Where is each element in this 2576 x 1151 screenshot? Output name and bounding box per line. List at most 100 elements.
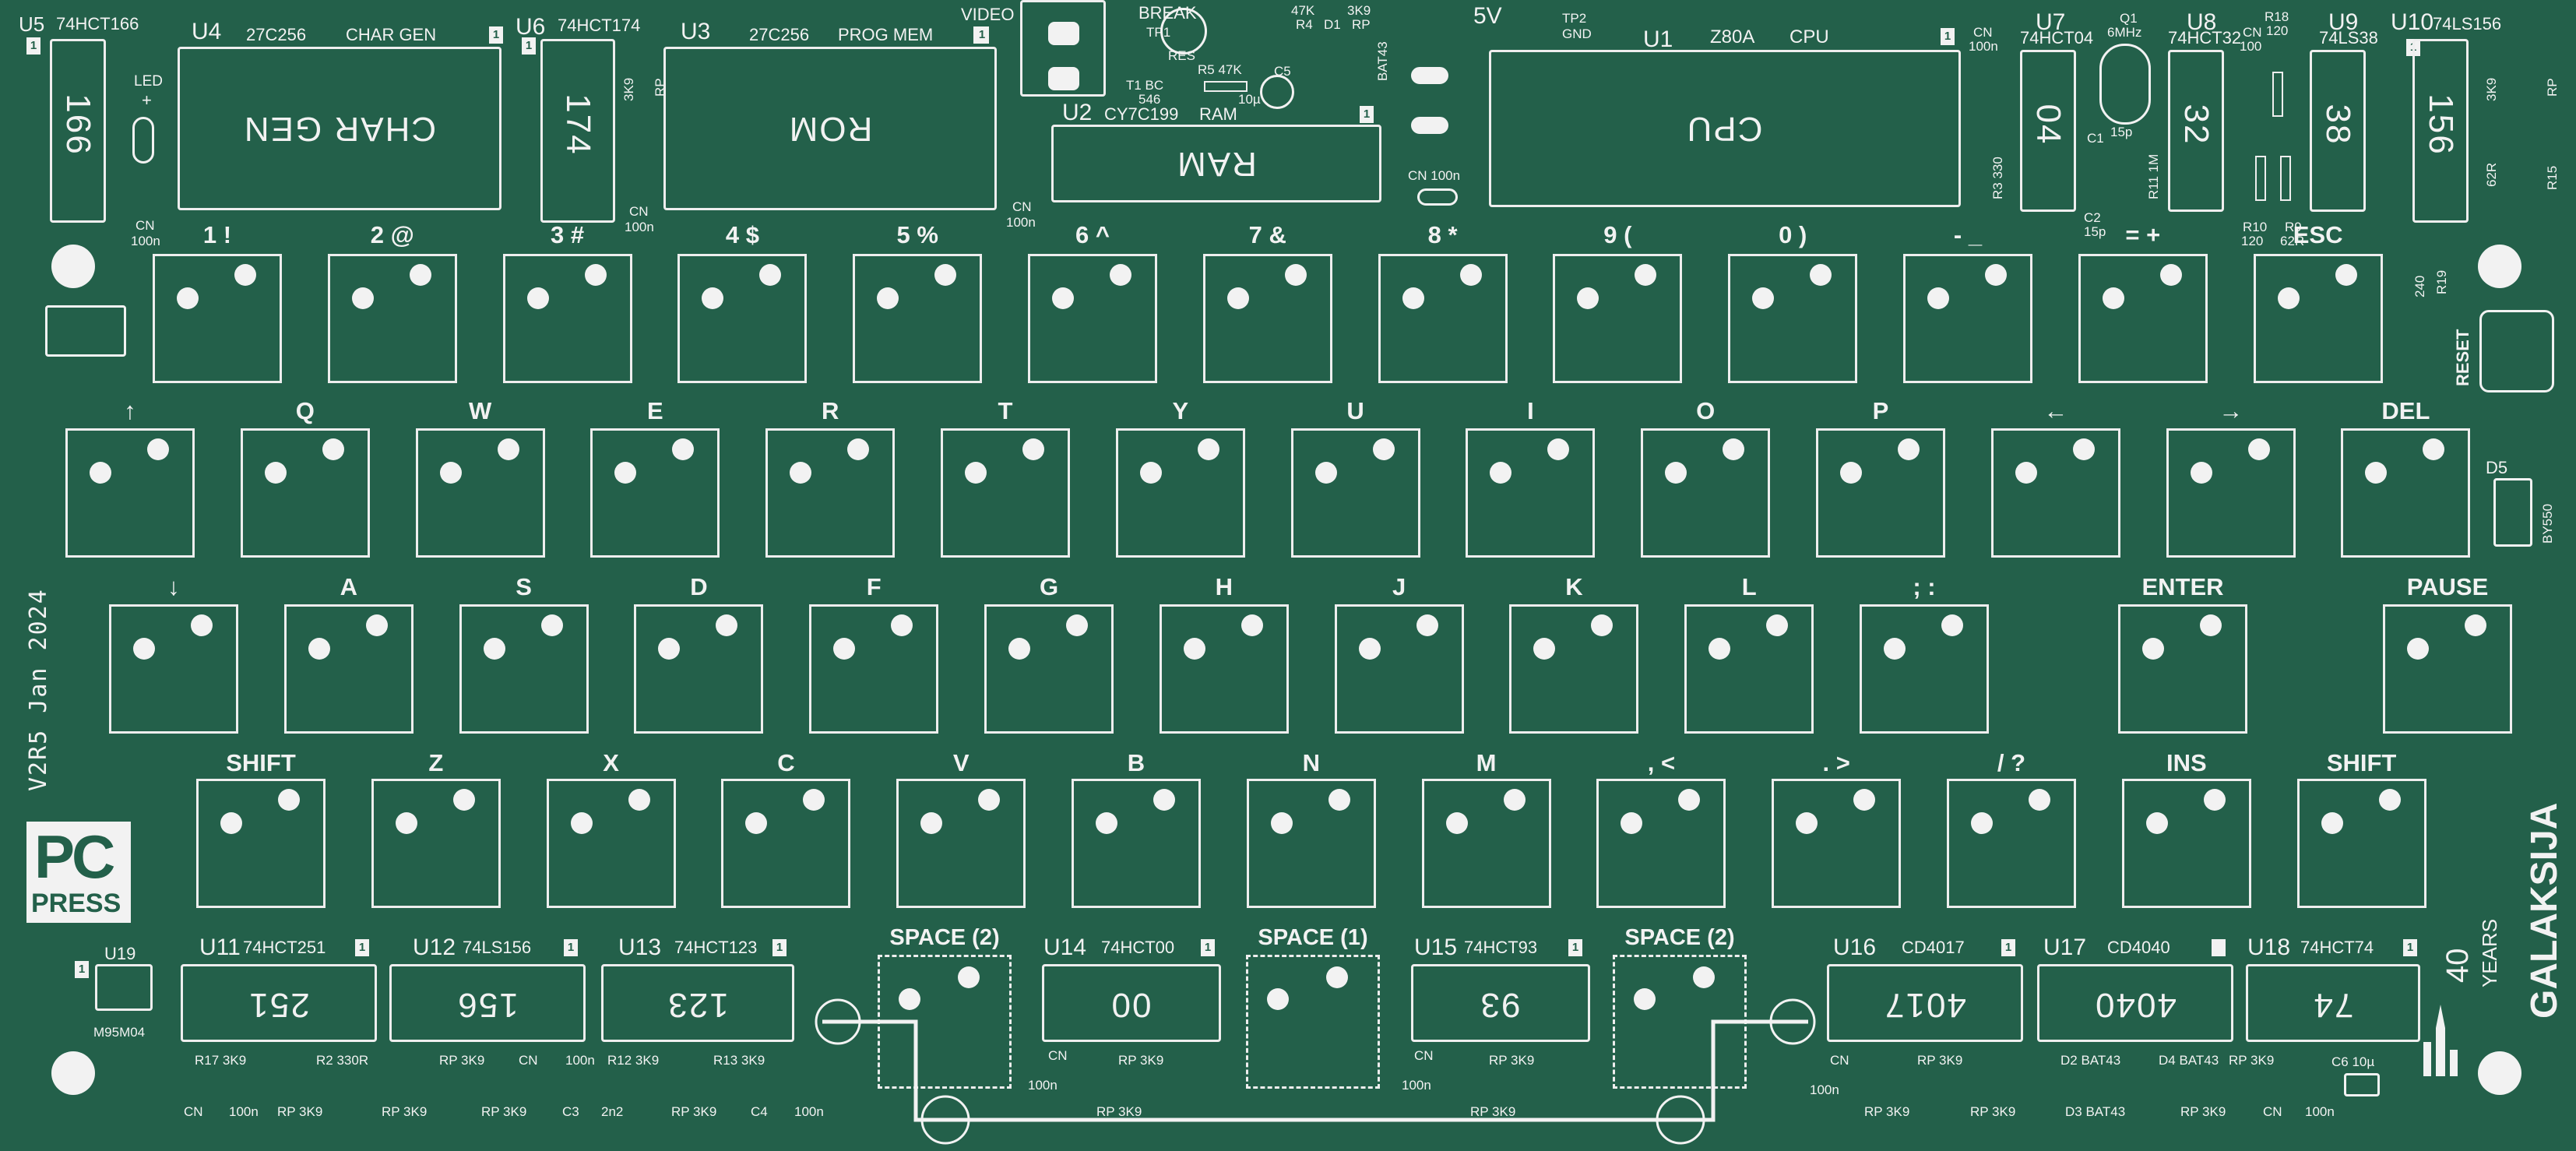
r15-label: R15 xyxy=(2545,165,2560,190)
switch-pad xyxy=(628,789,650,811)
led-label: LED xyxy=(134,73,163,90)
r15-value: 62R xyxy=(2484,162,2499,187)
switch-pad xyxy=(978,789,1001,811)
key-row2-5[interactable] xyxy=(941,428,1070,558)
cn-label: CN xyxy=(1012,199,1032,214)
key-row1-12[interactable] xyxy=(2253,254,2383,383)
pin1-marker: 1 xyxy=(772,939,787,956)
mounting-hole xyxy=(2478,245,2521,288)
res-label: 3K9 xyxy=(621,77,636,101)
key-row1-1[interactable] xyxy=(327,254,457,383)
key-row1-10[interactable] xyxy=(1903,254,2032,383)
chip-ref-u16: U16 xyxy=(1833,935,1877,960)
key-row1-5[interactable] xyxy=(1028,254,1157,383)
key-row3-7[interactable] xyxy=(1334,604,1464,734)
cn-value: 100 xyxy=(2240,39,2262,54)
key-row2-9[interactable] xyxy=(1641,428,1771,558)
key-row4-5[interactable] xyxy=(1072,779,1201,908)
chip-u9 xyxy=(2310,50,2366,212)
key-label: 7 & xyxy=(1248,221,1286,248)
key-row4-4[interactable] xyxy=(896,779,1026,908)
key-label: INS xyxy=(2166,749,2207,776)
key-row3-5[interactable] xyxy=(984,604,1114,734)
switch-pad xyxy=(1665,462,1687,484)
key-row3-0[interactable] xyxy=(109,604,238,734)
key-row2-1[interactable] xyxy=(240,428,370,558)
key-row2-3[interactable] xyxy=(590,428,720,558)
cn-value: 100n xyxy=(565,1053,595,1068)
key-row1-0[interactable] xyxy=(153,254,282,383)
key-row2-7[interactable] xyxy=(1290,428,1420,558)
key-row1-11[interactable] xyxy=(2078,254,2208,383)
key-row4-8[interactable] xyxy=(1596,779,1726,908)
chip-ref-u4: U4 xyxy=(192,19,222,44)
key-row2-13[interactable] xyxy=(2341,428,2471,558)
key-row4-1[interactable] xyxy=(371,779,501,908)
chip-ref-u18: U18 xyxy=(2247,935,2291,960)
cn-value: 100n xyxy=(229,1104,259,1119)
logo-top: PC xyxy=(34,822,115,891)
key-row4-3[interactable] xyxy=(721,779,851,908)
rp-label: RP 3K9 xyxy=(1864,1104,1910,1119)
key-row2-2[interactable] xyxy=(415,428,545,558)
key-row4-2[interactable] xyxy=(546,779,676,908)
key-row2-12[interactable] xyxy=(2166,428,2296,558)
key-row4-6[interactable] xyxy=(1246,779,1376,908)
key-row3-11[interactable] xyxy=(2118,604,2247,734)
switch-pad xyxy=(395,812,417,834)
key-row2-4[interactable] xyxy=(765,428,896,558)
key-label: H xyxy=(1215,573,1233,600)
key-row3-9[interactable] xyxy=(1684,604,1814,734)
space-key-center[interactable] xyxy=(1246,955,1380,1089)
key-label: ↓ xyxy=(167,573,180,600)
key-row4-7[interactable] xyxy=(1421,779,1551,908)
switch-pad xyxy=(1635,264,1657,286)
cap-label: 10µ xyxy=(1238,92,1261,107)
key-row1-2[interactable] xyxy=(502,254,632,383)
key-row3-12[interactable] xyxy=(2383,604,2512,734)
key-row4-12[interactable] xyxy=(2296,779,2426,908)
key-row2-8[interactable] xyxy=(1466,428,1596,558)
key-row1-4[interactable] xyxy=(853,254,983,383)
key-row1-8[interactable] xyxy=(1553,254,1683,383)
r10-label: R10 xyxy=(2243,220,2268,234)
key-label: ESC xyxy=(2293,221,2343,248)
key-row3-2[interactable] xyxy=(459,604,589,734)
capacitor-cn xyxy=(1417,188,1458,206)
rp-label: RP xyxy=(1352,17,1371,32)
key-label: / ? xyxy=(1997,749,2026,776)
chip-ref-u8: U8 xyxy=(2187,9,2217,35)
chip-u2 xyxy=(1051,125,1381,202)
key-row4-0[interactable] xyxy=(196,779,326,908)
key-row3-1[interactable] xyxy=(283,604,413,734)
key-label: ENTER xyxy=(2141,573,2224,600)
reset-button[interactable] xyxy=(2479,310,2554,392)
space-key-right[interactable] xyxy=(1613,955,1747,1089)
key-row4-9[interactable] xyxy=(1772,779,1902,908)
key-row1-7[interactable] xyxy=(1378,254,1508,383)
key-row3-6[interactable] xyxy=(1159,604,1289,734)
key-label: 6 ^ xyxy=(1075,221,1110,248)
key-row1-9[interactable] xyxy=(1728,254,1858,383)
space-key-left[interactable] xyxy=(878,955,1012,1089)
chip-u1 xyxy=(1489,50,1961,207)
switch-pad xyxy=(1197,438,1219,460)
key-row2-0[interactable] xyxy=(65,428,195,558)
chip-silk-u6: 174 xyxy=(559,93,597,156)
key-row1-6[interactable] xyxy=(1202,254,1332,383)
key-row2-6[interactable] xyxy=(1115,428,1245,558)
key-row4-11[interactable] xyxy=(2121,779,2251,908)
switch-pad xyxy=(2335,264,2357,286)
key-row3-4[interactable] xyxy=(809,604,939,734)
switch-pad xyxy=(2365,462,2388,484)
mounting-hole xyxy=(51,1051,95,1095)
key-row3-8[interactable] xyxy=(1509,604,1639,734)
key-row3-10[interactable] xyxy=(1860,604,1989,734)
key-row1-3[interactable] xyxy=(677,254,808,383)
r18-label: R18 xyxy=(2265,9,2289,24)
key-row3-3[interactable] xyxy=(634,604,764,734)
rp-label: RP 3K9 xyxy=(1118,1053,1164,1068)
key-row4-10[interactable] xyxy=(1947,779,2076,908)
key-row2-11[interactable] xyxy=(1990,428,2120,558)
key-row2-10[interactable] xyxy=(1816,428,1945,558)
